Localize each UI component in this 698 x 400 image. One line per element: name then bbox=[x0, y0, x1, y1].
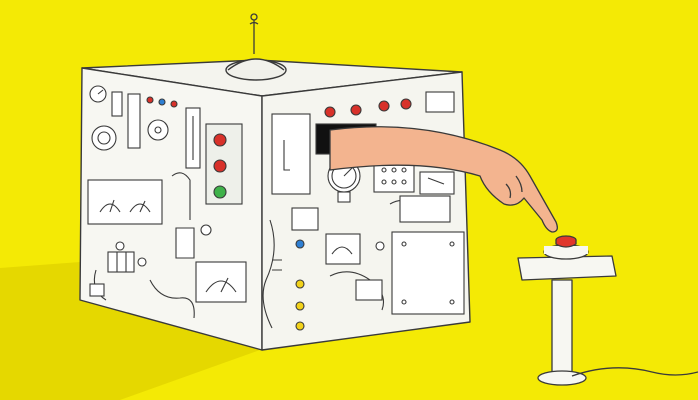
yellow-lamp-3 bbox=[295, 321, 305, 331]
blue-lamp bbox=[295, 239, 305, 249]
arm-icon bbox=[329, 126, 558, 233]
top-lamp-4 bbox=[400, 98, 412, 110]
ground-shadow bbox=[0, 262, 260, 400]
top-lamp-2 bbox=[350, 104, 362, 116]
red-lamp-2 bbox=[213, 159, 227, 173]
top-lamp-1 bbox=[324, 106, 336, 118]
left-panel bbox=[87, 85, 247, 319]
green-lamp bbox=[213, 185, 227, 199]
cable-icon bbox=[571, 367, 698, 377]
top-lamp-3 bbox=[378, 100, 390, 112]
antenna-icon bbox=[249, 13, 259, 54]
yellow-lamp-2 bbox=[295, 301, 305, 311]
big-red-button-icon bbox=[517, 235, 617, 386]
yellow-lamp-1 bbox=[295, 279, 305, 289]
red-lamp-1 bbox=[213, 133, 227, 147]
meter-box bbox=[87, 179, 163, 225]
